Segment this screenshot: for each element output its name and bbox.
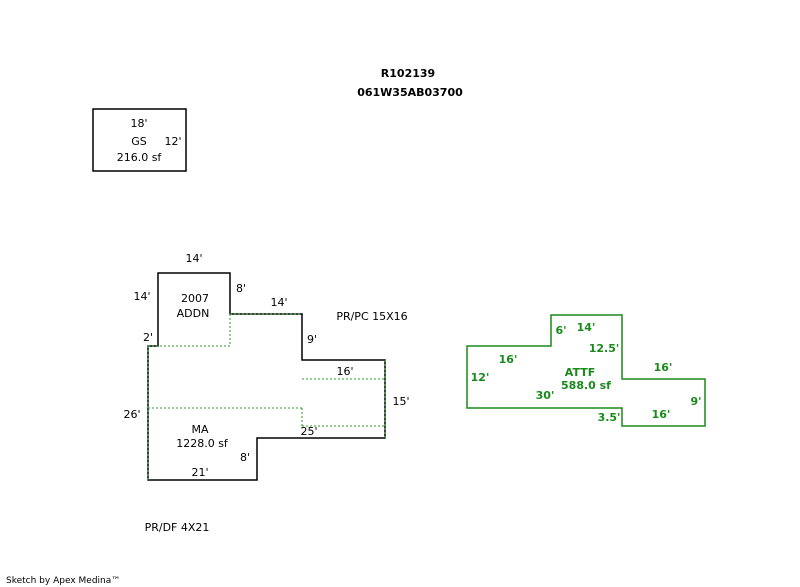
dim-left-2: 2' bbox=[143, 331, 153, 344]
attf-label: ATTF bbox=[565, 366, 595, 379]
dim-addn-right-8: 8' bbox=[236, 282, 246, 295]
main-house-interior-lines bbox=[147, 313, 386, 480]
attf-dim-12: 12' bbox=[471, 371, 490, 384]
map-taxlot: 061W35AB03700 bbox=[357, 86, 463, 99]
dim-step-right-9: 9' bbox=[307, 333, 317, 346]
ma-area: 1228.0 sf bbox=[176, 437, 229, 450]
attf-dim-16-right: 16' bbox=[654, 361, 673, 374]
account-id: R102139 bbox=[381, 67, 435, 80]
sketch-credit: Sketch by Apex Medina™ bbox=[6, 576, 120, 586]
gs-label: GS bbox=[131, 135, 147, 148]
dim-step-top-14: 14' bbox=[270, 296, 287, 309]
gs-area: 216.0 sf bbox=[117, 151, 163, 164]
gs-dim-right: 12' bbox=[164, 135, 181, 148]
addn-label: ADDN bbox=[177, 307, 210, 320]
dim-bottom-8: 8' bbox=[240, 451, 250, 464]
dim-bottom-25: 25' bbox=[300, 425, 317, 438]
attf-dim-6: 6' bbox=[555, 324, 566, 337]
attf-dim-9: 9' bbox=[690, 395, 701, 408]
dim-top-14: 14' bbox=[185, 252, 202, 265]
attf-dim-3-5: 3.5' bbox=[598, 411, 621, 424]
dim-bottom-21: 21' bbox=[191, 466, 208, 479]
attf-area: 588.0 sf bbox=[561, 379, 611, 392]
gs-dim-top: 18' bbox=[130, 117, 147, 130]
attf-dim-16-bottom: 16' bbox=[652, 408, 671, 421]
pr-df-label: PR/DF 4X21 bbox=[145, 521, 210, 534]
attf-dim-16-left: 16' bbox=[499, 353, 518, 366]
pr-pc-label: PR/PC 15X16 bbox=[336, 310, 407, 323]
dim-inner-16: 16' bbox=[336, 365, 353, 378]
dim-left-upper-14: 14' bbox=[133, 290, 150, 303]
dim-left-26: 26' bbox=[123, 408, 140, 421]
addn-label-year: 2007 bbox=[181, 292, 209, 305]
attf-dim-30: 30' bbox=[536, 389, 555, 402]
ma-label: MA bbox=[191, 423, 208, 436]
gs-outline bbox=[92, 108, 187, 172]
dim-right-15: 15' bbox=[392, 395, 409, 408]
attf-outline bbox=[466, 314, 706, 427]
attf-dim-12-5: 12.5' bbox=[589, 342, 620, 355]
attf-dim-14: 14' bbox=[577, 321, 596, 334]
